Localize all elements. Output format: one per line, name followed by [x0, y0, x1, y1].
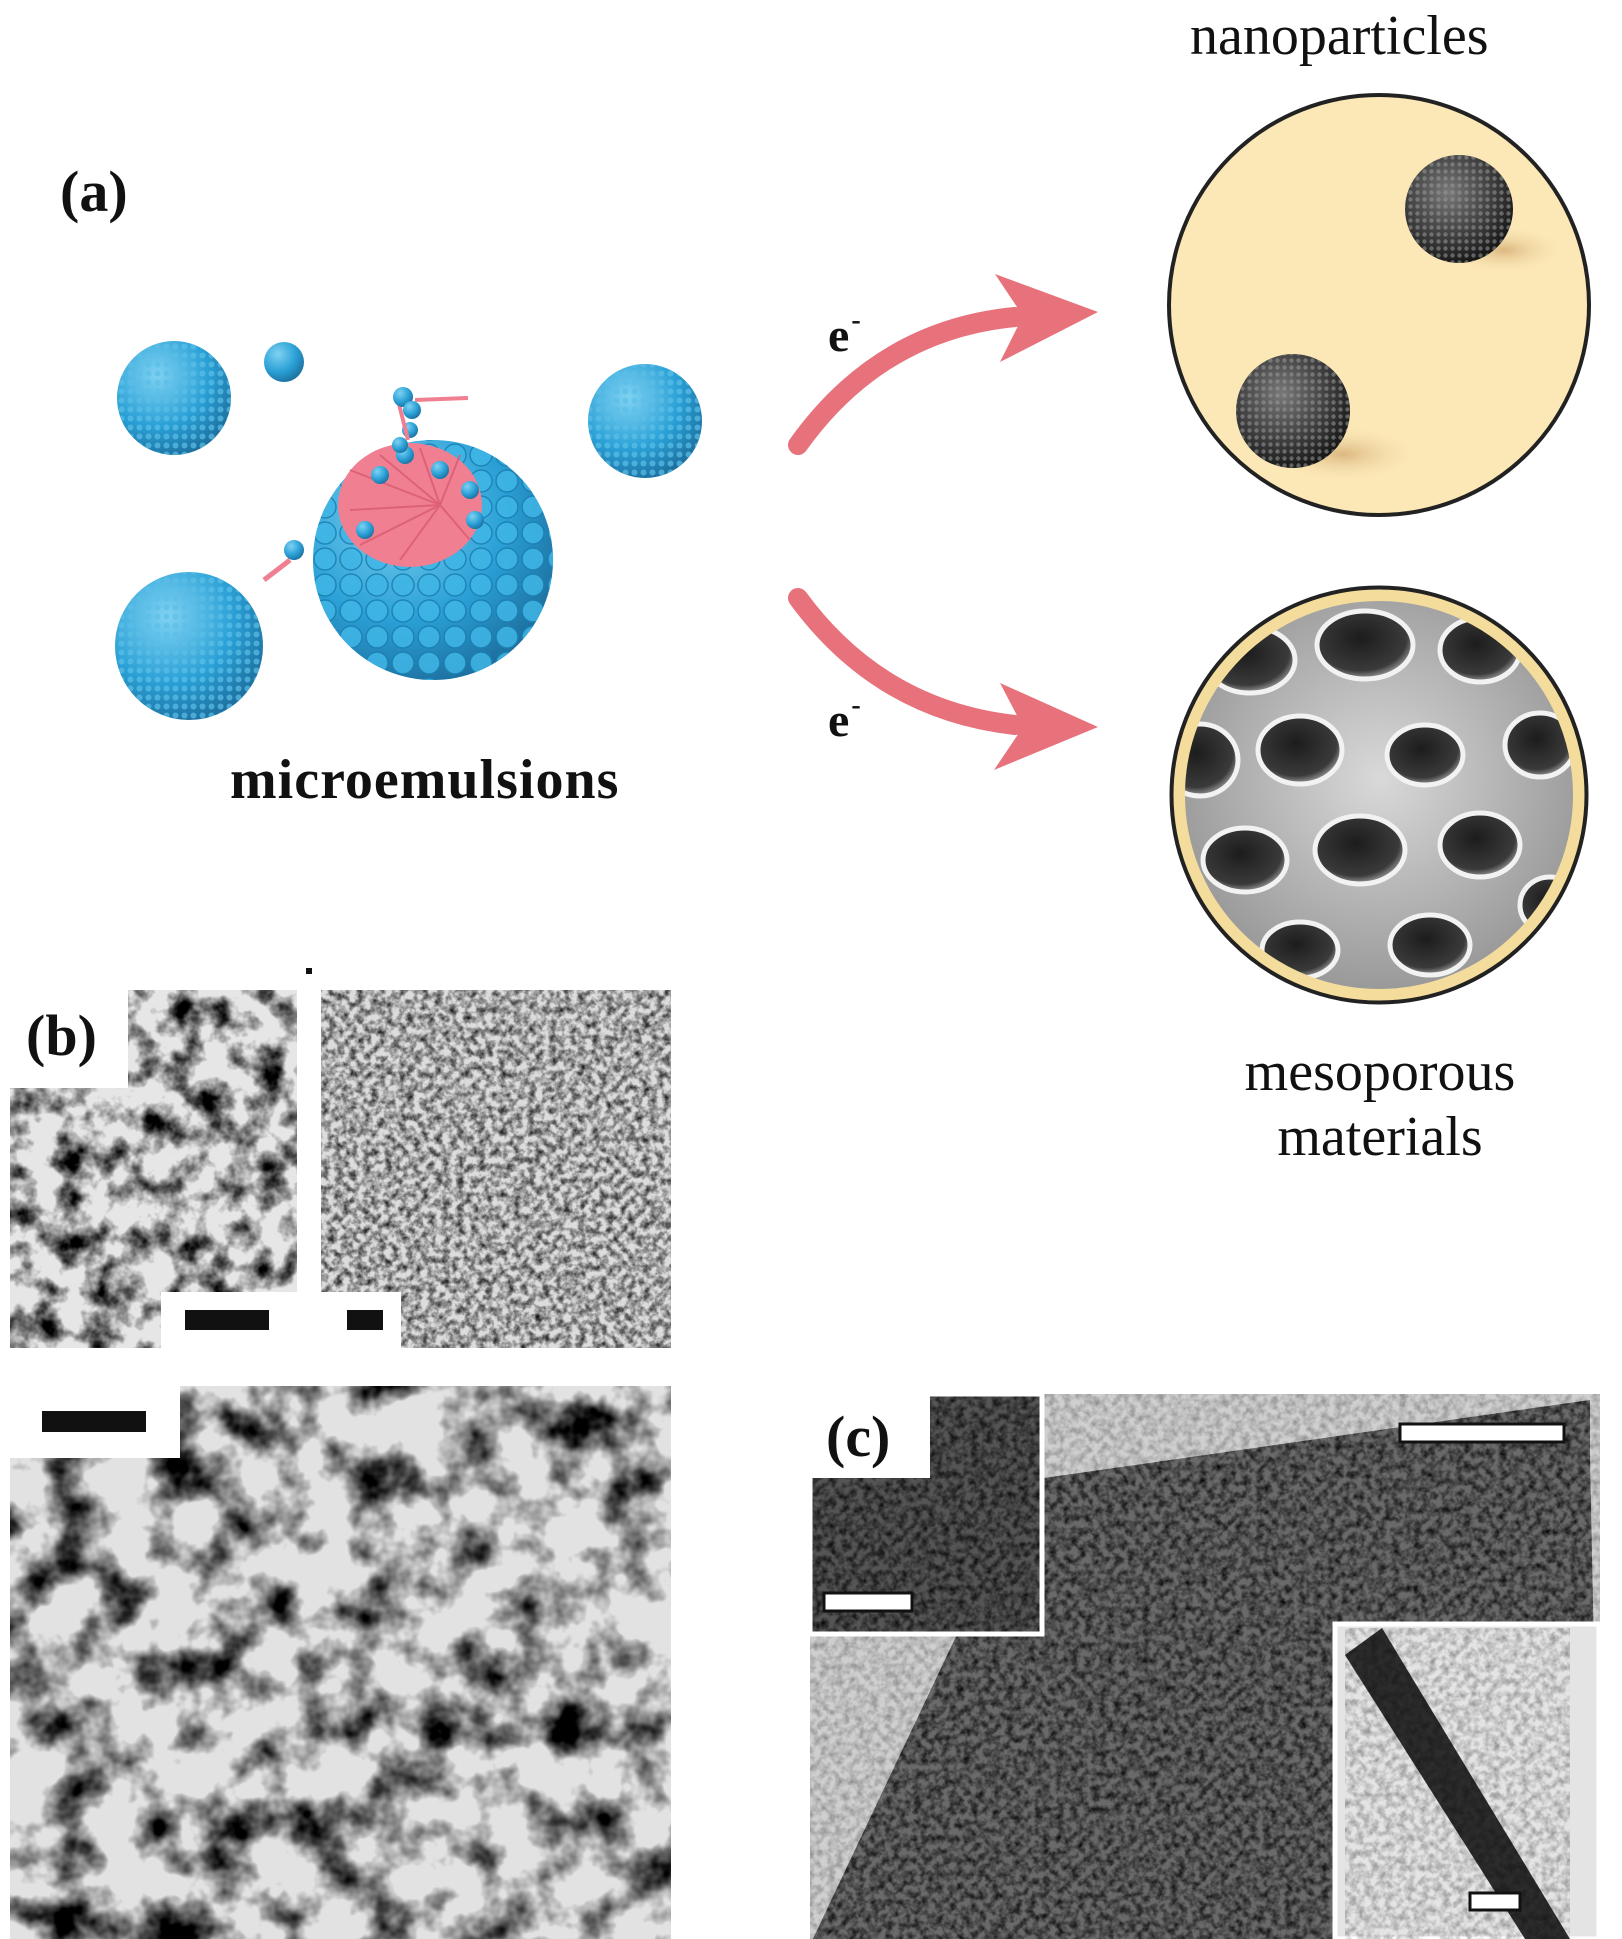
electron-label-top: e-: [828, 305, 861, 362]
caption-microemulsions: microemulsions: [230, 749, 620, 811]
panel-label-c: (c): [826, 1404, 891, 1469]
scale-bar: [42, 1411, 146, 1432]
panel-b-tem-images: [10, 968, 671, 1939]
micelle-tiny: [264, 342, 304, 382]
caption-nanoparticles: nanoparticles: [1190, 5, 1489, 67]
panel-c-tem-images: [807, 1391, 1602, 1939]
surfactant-head: [284, 540, 304, 560]
tem-image-b3: [10, 1386, 671, 1939]
panel-label-a: (a): [60, 159, 128, 224]
scale-bar: [1398, 1422, 1566, 1444]
microemulsion-group: [115, 341, 702, 720]
scale-bar: [185, 1310, 269, 1330]
micelle-large-cutaway: [313, 387, 553, 680]
scale-bar: [1468, 1891, 1522, 1912]
nanoparticles-illustration: [1167, 93, 1591, 517]
tem-inset-c-right: [1332, 1621, 1602, 1939]
label-box: [812, 1396, 930, 1478]
surfactant-tail: [262, 558, 292, 582]
reaction-arrows: [788, 274, 1098, 770]
electron-label-bottom: e-: [828, 690, 861, 747]
mesoporous-illustration: [1169, 585, 1589, 1005]
label-box: [10, 990, 128, 1088]
arrow-to-mesoporous: [788, 588, 1025, 735]
tem-image-b2: [321, 990, 671, 1348]
caption-mesoporous-line2: materials: [1277, 1106, 1483, 1168]
caption-mesoporous-line1: mesoporous: [1244, 1041, 1516, 1103]
scale-bar: [347, 1310, 383, 1330]
arrow-to-nanoparticles: [788, 307, 1025, 455]
panel-label-b: (b): [26, 1003, 97, 1068]
scale-bar: [822, 1591, 914, 1613]
